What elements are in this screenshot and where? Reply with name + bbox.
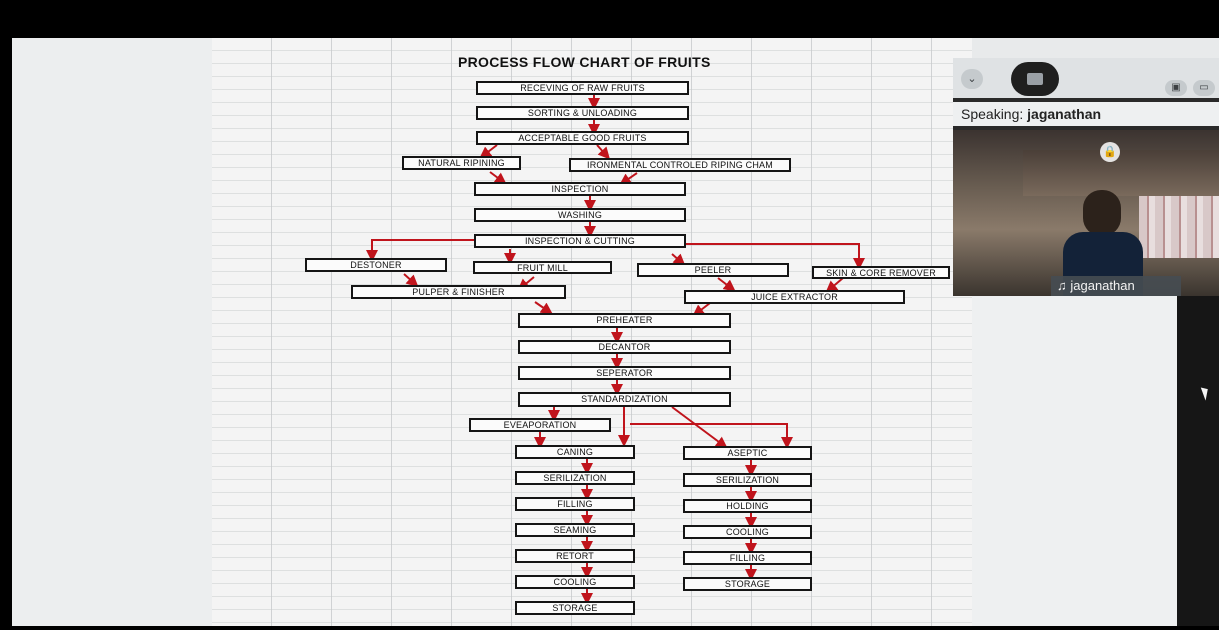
- arrow: [692, 302, 711, 317]
- participant-head: [1083, 190, 1121, 236]
- lock-icon: 🔒: [1100, 142, 1120, 162]
- dark-strip: [1177, 296, 1219, 626]
- arrow: [671, 406, 728, 449]
- step-pulper-finisher: PULPER & FINISHER: [351, 285, 566, 299]
- step-washing: WASHING: [474, 208, 686, 222]
- background-shelf: [1023, 150, 1219, 196]
- arrow: [479, 144, 498, 159]
- arrow: [534, 301, 553, 315]
- picture-in-picture-icon[interactable]: ▣: [1165, 80, 1187, 96]
- step-seperator: SEPERATOR: [518, 366, 731, 380]
- step-filling-right: FILLING: [683, 551, 812, 565]
- background-curtain: [1139, 196, 1219, 258]
- audio-icon: ♫: [1057, 278, 1071, 293]
- arrow-aseptic: [630, 423, 793, 449]
- speaker-name: jaganathan: [1027, 106, 1102, 122]
- arrow: [825, 277, 844, 293]
- speaking-label: Speaking:: [961, 106, 1024, 122]
- step-destoner: DESTONER: [305, 258, 447, 272]
- window-icon[interactable]: ▭: [1193, 80, 1215, 96]
- arrow: [403, 273, 419, 288]
- arrow: [596, 144, 611, 160]
- arrow: [619, 172, 638, 186]
- participant-name-tag: ♫ jaganathan: [1051, 276, 1181, 296]
- step-storage-right: STORAGE: [683, 577, 812, 591]
- step-aseptic: ASEPTIC: [683, 446, 812, 460]
- meeting-panel: ⌄ ▣ ▭ Speaking: jaganathan 🔒 ♫ jaganatha…: [953, 58, 1219, 296]
- step-serilization-left: SERILIZATION: [515, 471, 635, 485]
- meeting-toolbar: ⌄ ▣ ▭: [953, 58, 1219, 98]
- step-serilization-right: SERILIZATION: [683, 473, 812, 487]
- step-storage-left: STORAGE: [515, 601, 635, 615]
- step-peeler: PEELER: [637, 263, 789, 277]
- arrow-destoner: [366, 239, 474, 262]
- chevron-down-icon[interactable]: ⌄: [961, 69, 983, 89]
- arrow: [671, 253, 686, 266]
- step-cooling-left: COOLING: [515, 575, 635, 589]
- step-caning: CANING: [515, 445, 635, 459]
- step-fruit-mill: FRUIT MILL: [473, 261, 612, 274]
- step-evaporation: EVEAPORATION: [469, 418, 611, 432]
- step-natural-ripening: NATURAL RIPINING: [402, 156, 521, 170]
- step-inspection: INSPECTION: [474, 182, 686, 196]
- camera-button[interactable]: [1011, 62, 1059, 96]
- step-retort: RETORT: [515, 549, 635, 563]
- arrow: [489, 171, 507, 185]
- speaking-indicator: Speaking: jaganathan: [953, 102, 1219, 126]
- step-decantor: DECANTOR: [518, 340, 731, 354]
- arrow: [717, 277, 736, 292]
- step-standardization: STANDARDIZATION: [518, 392, 731, 407]
- arrow-skin-core: [685, 243, 865, 270]
- step-skin-core-remover: SKIN & CORE REMOVER: [812, 266, 950, 279]
- step-inspection-cutting: INSPECTION & CUTTING: [474, 234, 686, 248]
- step-cooling-right: COOLING: [683, 525, 812, 539]
- step-holding: HOLDING: [683, 499, 812, 513]
- right-panel: [972, 296, 1177, 626]
- participant-name: jaganathan: [1070, 278, 1135, 293]
- step-sorting: SORTING & UNLOADING: [476, 106, 689, 120]
- step-juice-extractor: JUICE EXTRACTOR: [684, 290, 905, 304]
- participant-video[interactable]: 🔒 ♫ jaganathan: [953, 130, 1219, 296]
- step-filling-left: FILLING: [515, 497, 635, 511]
- left-panel: [12, 38, 212, 626]
- chart-title: PROCESS FLOW CHART OF FRUITS: [458, 54, 711, 70]
- step-acceptable: ACCEPTABLE GOOD FRUITS: [476, 131, 689, 145]
- step-seaming: SEAMING: [515, 523, 635, 537]
- step-receiving: RECEVING OF RAW FRUITS: [476, 81, 689, 95]
- step-environmental-ripening: IRONMENTAL CONTROLED RIPING CHAM: [569, 158, 791, 172]
- step-preheater: PREHEATER: [518, 313, 731, 328]
